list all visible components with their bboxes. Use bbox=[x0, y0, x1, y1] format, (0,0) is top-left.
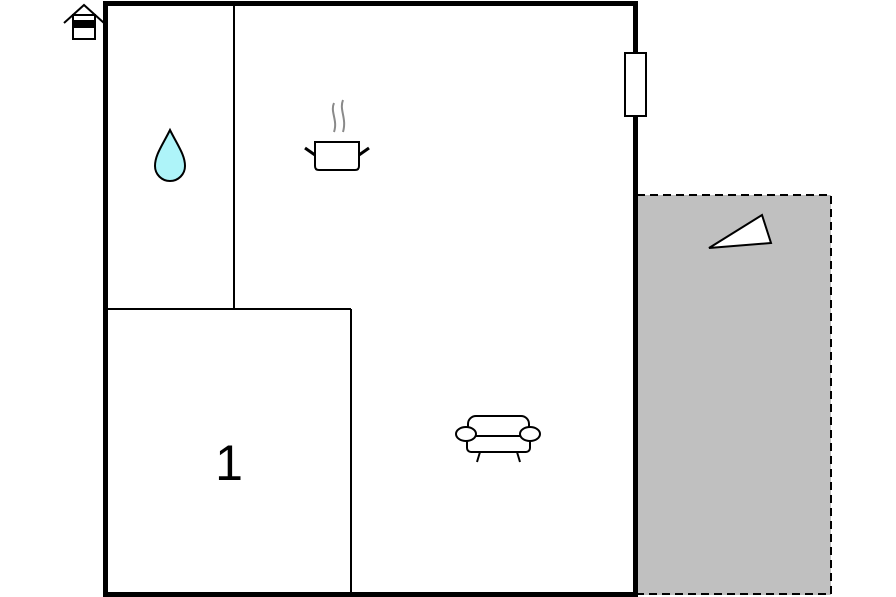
water-drop-icon bbox=[153, 127, 187, 182]
terrace-fill bbox=[637, 195, 831, 595]
outer-walls bbox=[103, 1, 638, 597]
sofa-icon bbox=[455, 415, 541, 463]
window-icon bbox=[624, 52, 647, 117]
bedroom-number-label: 1 bbox=[215, 435, 243, 491]
entrance-house-icon bbox=[63, 3, 105, 40]
terrace-triangle-icon bbox=[708, 213, 773, 249]
terrace-area bbox=[637, 194, 832, 595]
terrace-dashed-border bbox=[637, 194, 832, 595]
cooking-pot-icon bbox=[304, 99, 370, 171]
